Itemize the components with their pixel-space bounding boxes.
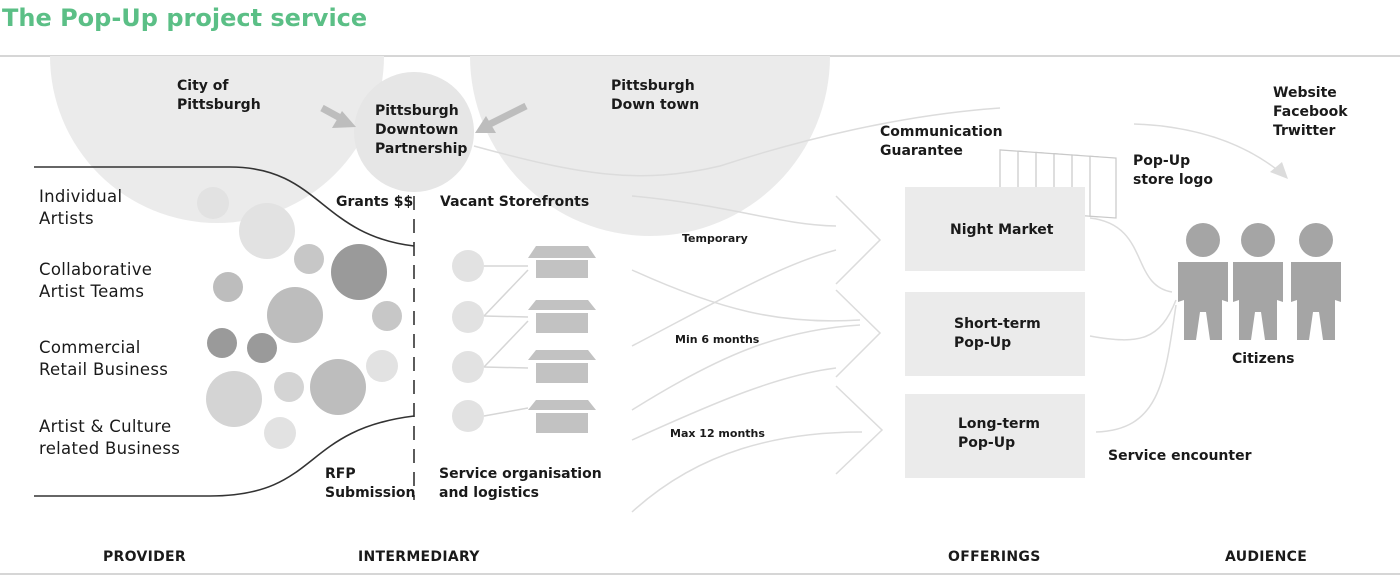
offering-label: Long-term Pop-Up xyxy=(958,416,1041,451)
provider-label: Collaborative Artist Teams xyxy=(39,260,153,301)
provider-label: Individual Artists xyxy=(39,187,123,228)
partnership-label: Pittsburgh Downtown Partnership xyxy=(375,103,468,157)
downtown-circle xyxy=(470,56,830,236)
channel-arrow-line xyxy=(1133,123,1281,173)
storefront-circles xyxy=(452,250,484,432)
grants-label: Grants $$ xyxy=(336,194,414,210)
duration-label: Min 6 months xyxy=(675,333,760,346)
column-header: PROVIDER xyxy=(103,549,186,565)
citizen-figures xyxy=(1178,223,1341,340)
person-icon xyxy=(1291,223,1341,340)
audience-connectors xyxy=(1089,217,1177,433)
column-header: OFFERINGS xyxy=(948,549,1041,565)
person-icon xyxy=(1178,223,1228,340)
service-org-label: Service organisation and logistics xyxy=(439,466,602,501)
provider-bubbles xyxy=(197,187,402,449)
column-header: INTERMEDIARY xyxy=(358,549,480,565)
duration-label: Max 12 months xyxy=(670,427,765,440)
rfp-label: RFP Submission xyxy=(325,466,416,501)
funnel-top xyxy=(34,166,415,247)
offering-label: Night Market xyxy=(950,222,1054,238)
flow-arrows xyxy=(631,195,884,513)
storefront-icons xyxy=(528,246,596,433)
downtown-label: Pittsburgh Down town xyxy=(611,78,700,113)
column-header: AUDIENCE xyxy=(1225,549,1308,565)
offering-box: Long-term Pop-Up xyxy=(905,394,1085,478)
communication-curve xyxy=(473,107,1001,177)
page-title: The Pop-Up project service xyxy=(2,4,368,32)
provider-label: Commercial Retail Business xyxy=(39,338,169,379)
communication-label: Communication Guarantee xyxy=(880,124,1003,159)
storefront-icon xyxy=(528,300,596,333)
storefront-icon xyxy=(528,350,596,383)
person-icon xyxy=(1233,223,1283,340)
city-circle xyxy=(50,56,384,223)
logo-label: Pop-Up store logo xyxy=(1133,153,1213,188)
provider-label: Artist & Culture related Business xyxy=(39,417,181,458)
storefront-icon xyxy=(528,400,596,433)
storefront-icon xyxy=(528,246,596,278)
offering-box: Night Market xyxy=(905,187,1085,271)
channels-label: Website Facebook Trwitter xyxy=(1273,85,1348,139)
city-label: City of Pittsburgh xyxy=(177,78,261,113)
arrow-downtown-to-partnership xyxy=(475,102,528,133)
offering-box: Short-term Pop-Up xyxy=(905,292,1085,376)
storefront-links xyxy=(483,265,529,417)
arrow-city-to-partnership xyxy=(320,104,356,128)
channel-arrowhead xyxy=(1270,162,1288,179)
duration-label: Temporary xyxy=(682,232,748,245)
service-encounter-label: Service encounter xyxy=(1108,448,1252,464)
citizens-label: Citizens xyxy=(1232,351,1295,367)
funnel-bottom xyxy=(34,415,415,497)
vacant-storefronts-label: Vacant Storefronts xyxy=(440,194,590,210)
offering-label: Short-term Pop-Up xyxy=(954,316,1041,351)
partnership-circle xyxy=(354,72,474,192)
